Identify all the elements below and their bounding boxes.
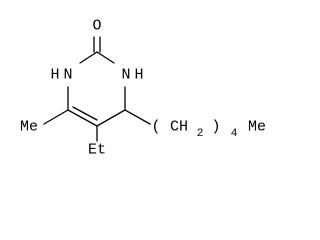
terminal-methyl-label: Me [248,119,266,136]
bond-c2-n3 [96,51,115,64]
molecule-structure: O N H N H Me Et ( CH 2 ) 4 Me [20,18,266,159]
chain-ch2-subscript: 2 [197,128,204,140]
oxygen-atom-label: O [92,18,101,35]
chain-ch-label: CH [170,119,188,136]
n3-hydrogen-label: H [134,67,143,84]
chain-close-paren: ) [211,119,220,136]
bond-c5-c4 [96,109,126,127]
chain-repeat-subscript: 4 [231,128,238,140]
n1-atom-label: N [63,67,72,84]
bond-c2-n1 [79,51,98,64]
bond-c6-c5 [67,109,98,127]
bond-c6-methyl [43,109,69,125]
bond-c4-chain [124,109,151,125]
methyl-group-label: Me [20,119,38,136]
ethyl-group-label: Et [88,142,106,159]
n1-hydrogen-label: H [50,67,59,84]
bond-c6-c5-double [72,106,98,121]
structure-drawing: O N H N H Me Et ( CH 2 ) 4 Me [20,18,266,159]
chain-open-paren: ( [151,119,160,136]
n3-atom-label: N [121,67,130,84]
